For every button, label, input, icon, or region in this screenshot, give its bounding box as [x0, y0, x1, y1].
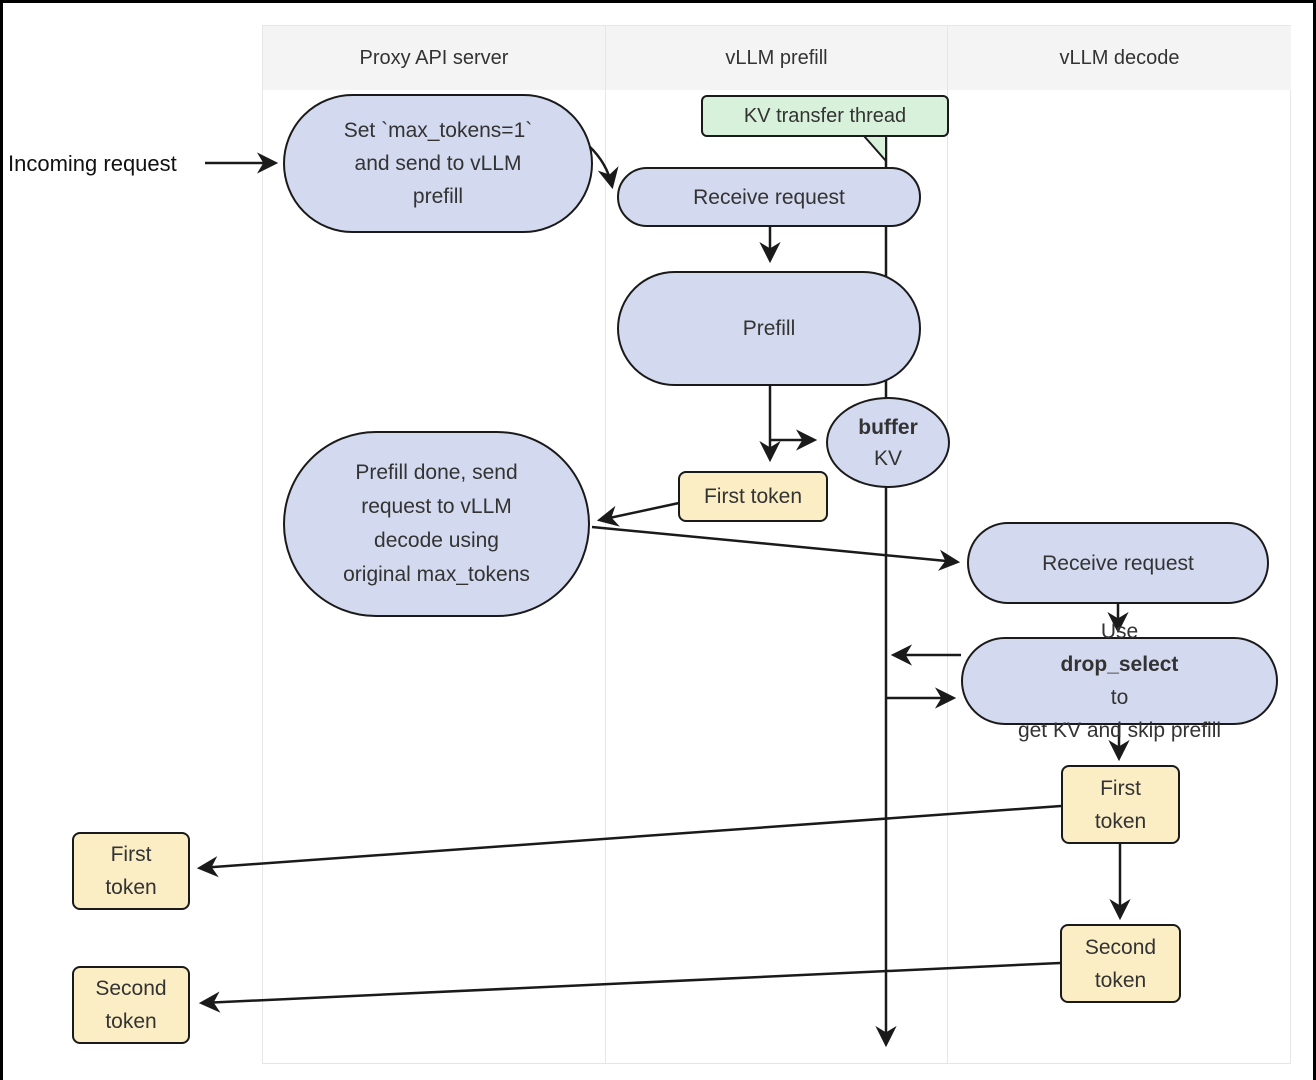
node-text-line: Receive request — [1042, 551, 1194, 575]
kv-transfer-thread-callout: KV transfer thread — [701, 95, 949, 137]
arrow-proxy-to-prefill-receive — [588, 145, 619, 190]
incoming-request-label: Incoming request — [8, 151, 177, 176]
column-header-prefill: vLLM prefill — [606, 26, 947, 90]
column-separator — [605, 25, 606, 1064]
node-buffer-kv: buffer KV — [826, 397, 950, 488]
arrow-prefill-done-to-decode-receive — [591, 525, 961, 571]
arrow-second-token-to-output — [198, 961, 1061, 1013]
node-text-line: buffer — [858, 415, 918, 439]
node-prefill: Prefill — [617, 271, 921, 386]
node-text-line: token — [1094, 968, 1147, 992]
arrow-first-token-to-prefill-done — [596, 501, 680, 527]
arrow-first-token-to-output — [196, 804, 1062, 878]
node-text-line: token — [105, 1010, 157, 1033]
node-text-line: KV — [873, 446, 902, 470]
node-second-token-output: Second token — [72, 966, 190, 1044]
node-receive-request-prefill: Receive request — [617, 167, 921, 227]
node-text-line: token — [105, 876, 157, 899]
node-drop-select: Use drop_select to get KV and skip prefi… — [961, 620, 1278, 742]
node-text-line: First — [1100, 776, 1141, 800]
column-header-label: Proxy API server — [359, 46, 509, 69]
column-header-label: vLLM prefill — [725, 46, 828, 69]
node-text-line: Use drop_select to — [1060, 620, 1179, 709]
node-first-token-decode: First token — [1061, 765, 1180, 844]
node-text-line: First — [110, 843, 152, 866]
node-text-line: and send to vLLM — [354, 152, 522, 175]
node-text-line: Second — [1084, 935, 1157, 959]
node-text-line: Prefill — [742, 317, 796, 340]
node-receive-request-decode: Receive request — [967, 522, 1269, 604]
node-text-line: prefill — [412, 185, 464, 208]
node-first-token-output: First token — [72, 832, 190, 910]
node-text-line: original max_tokens — [343, 563, 530, 586]
node-text-line: Set `max_tokens=1` — [343, 119, 533, 142]
node-text-line: First token — [703, 485, 803, 508]
node-text-line: Prefill done, send — [355, 461, 518, 484]
node-text-line: Receive request — [693, 185, 845, 209]
node-first-token-prefill: First token — [678, 471, 828, 522]
node-text-line: request to vLLM — [361, 495, 512, 518]
node-text-line: get KV and skip prefill — [1017, 719, 1222, 742]
node-text-line: token — [1094, 809, 1147, 833]
column-header-decode: vLLM decode — [948, 26, 1291, 90]
node-text-line: Second — [95, 977, 167, 1000]
column-header-proxy: Proxy API server — [263, 26, 605, 90]
node-text-line: decode using — [374, 529, 499, 552]
kv-transfer-thread-label: KV transfer thread — [743, 104, 907, 127]
node-set-max-tokens: Set `max_tokens=1` and send to vLLM pref… — [283, 94, 593, 233]
node-second-token-decode: Second token — [1060, 924, 1181, 1003]
callout-tail — [861, 135, 887, 164]
column-header-label: vLLM decode — [1059, 46, 1180, 69]
node-prefill-done: Prefill done, send request to vLLM decod… — [283, 431, 590, 617]
column-separator — [947, 25, 948, 1064]
